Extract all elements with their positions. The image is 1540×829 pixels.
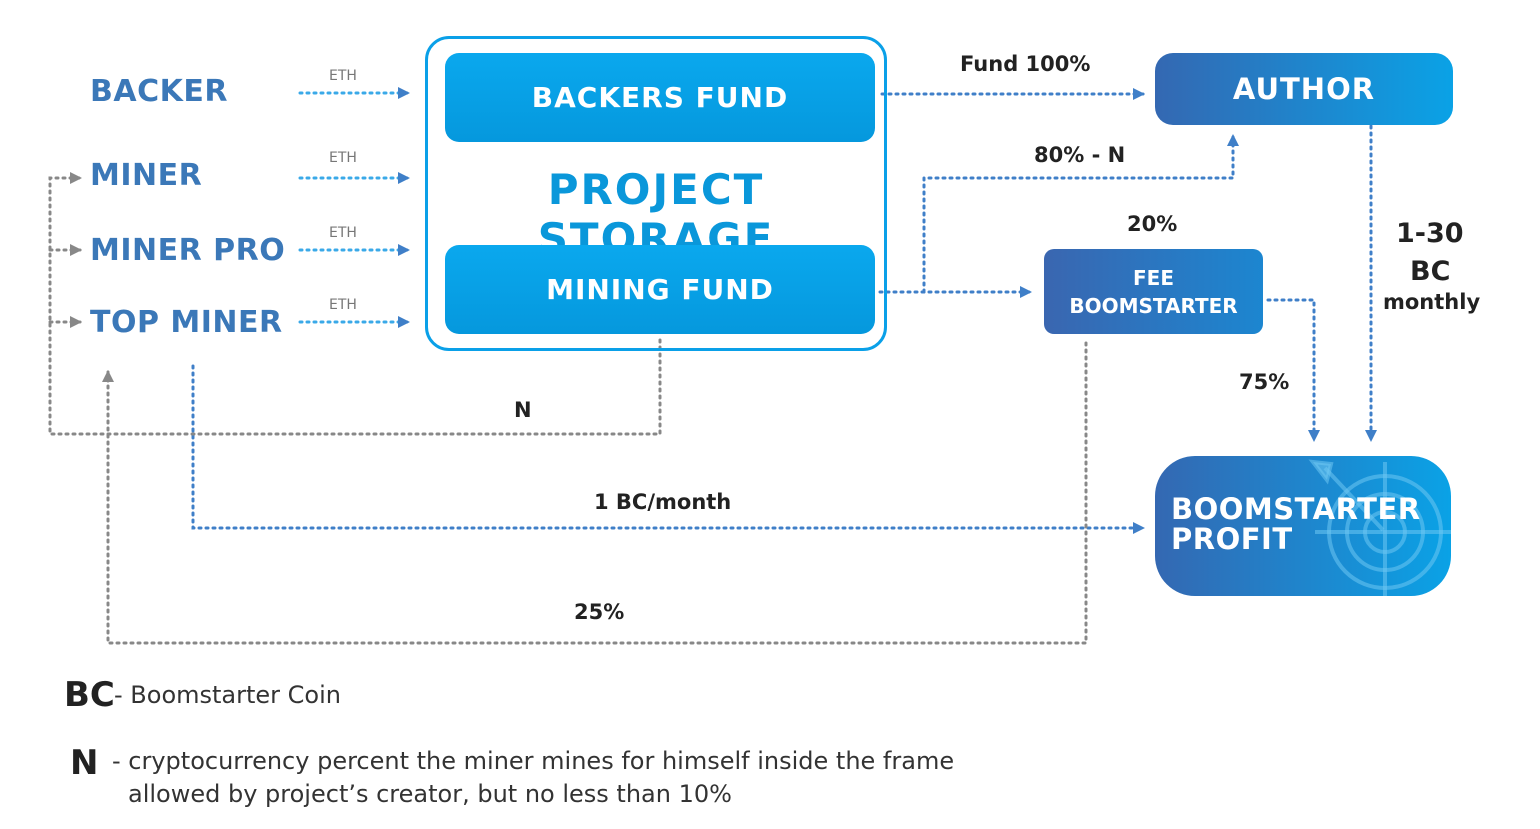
eth-label-miner: ETH xyxy=(329,150,357,166)
eth-label-backer: ETH xyxy=(329,68,357,84)
label-n: N xyxy=(514,398,532,422)
profit-line-1: BOOMSTARTER xyxy=(1171,492,1421,526)
mining-fund-box: MINING FUND xyxy=(445,245,875,334)
project-storage-frame xyxy=(425,36,887,351)
boomstarter-profit-box: BOOMSTARTER PROFIT xyxy=(1155,456,1451,596)
fee-line-2: BOOMSTARTER xyxy=(1069,293,1238,318)
eth-label-top-miner: ETH xyxy=(329,297,357,313)
actor-miner: MINER xyxy=(90,158,203,193)
profit-line-2: PROFIT xyxy=(1171,522,1293,556)
label-fund-100: Fund 100% xyxy=(960,52,1091,76)
profit-label: BOOMSTARTER PROFIT xyxy=(1171,494,1421,554)
label-20-percent: 20% xyxy=(1127,212,1178,236)
label-75-percent: 75% xyxy=(1239,370,1290,394)
legend-bc-text: - Boomstarter Coin xyxy=(114,681,341,709)
label-monthly: monthly xyxy=(1383,290,1481,314)
author-box: AUTHOR xyxy=(1155,53,1453,125)
actor-backer: BACKER xyxy=(90,74,228,109)
arrow-25-return xyxy=(102,341,1088,645)
fee-line-1: FEE xyxy=(1133,265,1174,290)
arrow-80-to-author xyxy=(922,134,1239,294)
arrow-bc-month xyxy=(191,364,1145,534)
arrow-fee-to-profit xyxy=(1266,298,1320,442)
target-icon xyxy=(1308,459,1451,596)
label-80-minus-n: 80% - N xyxy=(1034,143,1126,167)
eth-label-miner-pro: ETH xyxy=(329,225,357,241)
legend-bc-key: BC xyxy=(64,675,115,715)
actor-miner-pro: MINER PRO xyxy=(90,233,286,268)
label-25-percent: 25% xyxy=(574,600,625,624)
fee-boomstarter-box: FEE BOOMSTARTER xyxy=(1044,249,1263,334)
backers-fund-box: BACKERS FUND xyxy=(445,53,875,142)
label-1-30: 1-30 xyxy=(1396,218,1464,249)
legend-n-text-2: allowed by project’s creator, but no les… xyxy=(128,780,732,808)
label-1-bc-month: 1 BC/month xyxy=(594,490,732,514)
arrow-n-return xyxy=(48,172,662,436)
legend-n-text-1: - cryptocurrency percent the miner mines… xyxy=(112,747,955,775)
legend-n-key: N xyxy=(70,743,99,783)
label-bc: BC xyxy=(1410,256,1451,287)
actor-top-miner: TOP MINER xyxy=(90,305,283,340)
